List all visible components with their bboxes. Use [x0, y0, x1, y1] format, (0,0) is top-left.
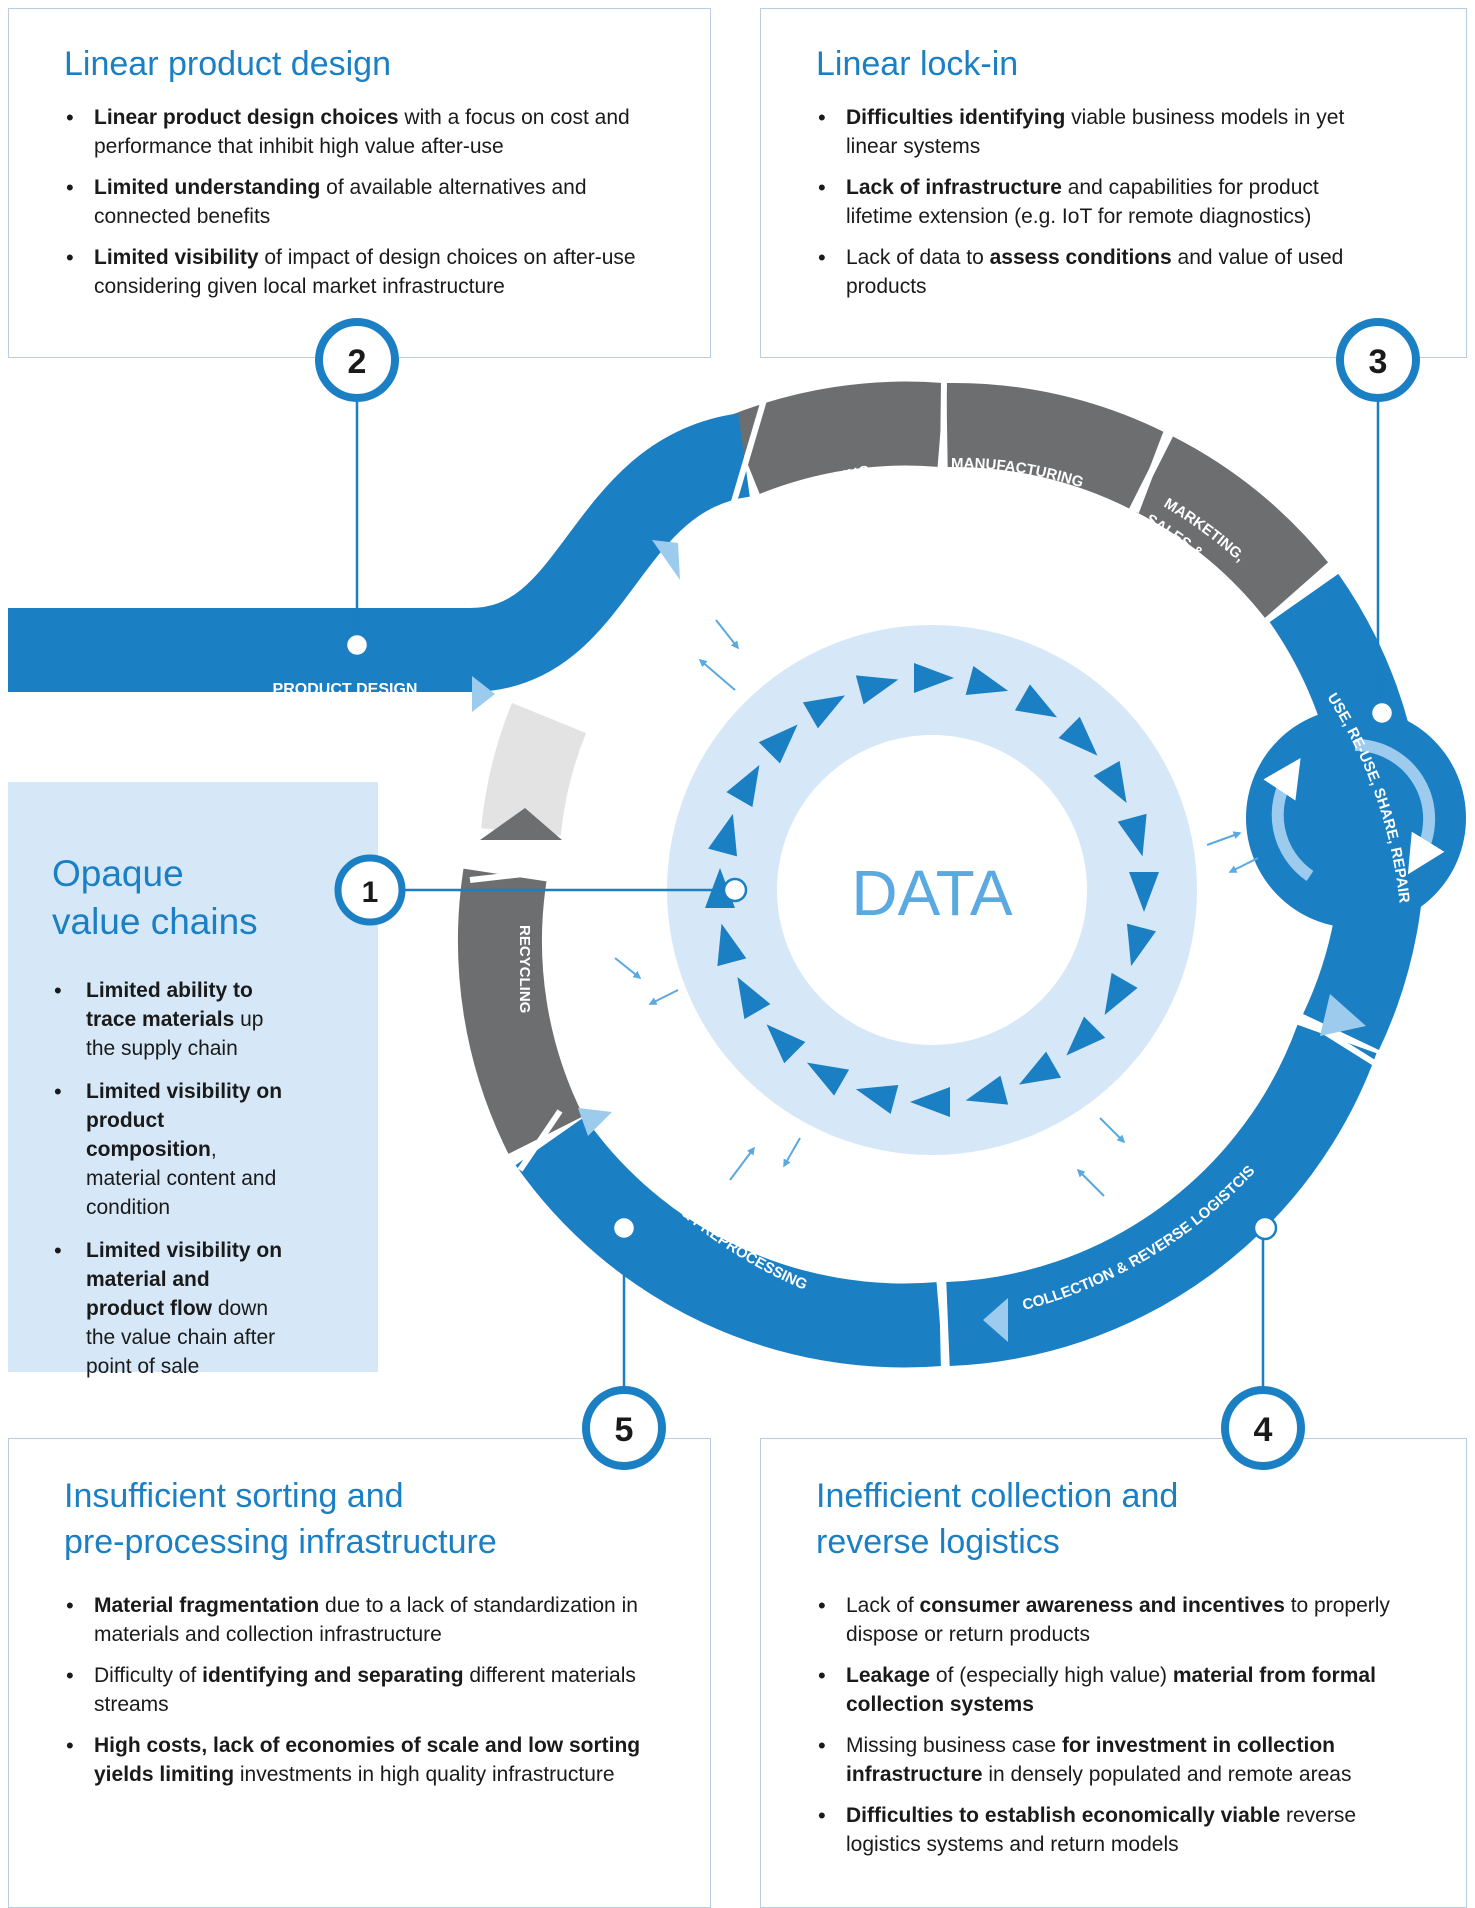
- product-design-band: [8, 413, 752, 692]
- collection-segment: [945, 1024, 1377, 1366]
- inner-flow-arrow: [708, 813, 738, 857]
- opaque-title-line1: Opaque: [52, 853, 184, 894]
- bullet-item: Linear product design choices with a foc…: [64, 103, 654, 161]
- sorting-label: SORTING & PREPROCESSING: [626, 1154, 810, 1293]
- bullet-item: High costs, lack of economies of scale a…: [64, 1731, 654, 1789]
- use-label: USE, RE-USE, SHARE, REPAIR: [1324, 690, 1413, 904]
- callout-connectors: [355, 395, 1380, 1392]
- product-design-label: PRODUCT DESIGN: [273, 681, 418, 698]
- inner-flow-arrow: [726, 764, 760, 808]
- marketing-label-line1: MARKETING,: [1161, 495, 1248, 565]
- inner-flow-arrow: [1126, 923, 1156, 967]
- bullet-item: Difficulty of identifying and separating…: [64, 1661, 654, 1719]
- bullet-item: Limited visibility on material and produ…: [52, 1236, 292, 1381]
- bullet-item: Limited visibility on product compositio…: [52, 1077, 292, 1222]
- collection-label: COLLECTION & REVERSE LOGISTCIS: [1021, 1162, 1259, 1314]
- numbered-callouts: 2 3 1 5 4: [315, 318, 1420, 1470]
- linear-product-design-list: Linear product design choices with a foc…: [64, 103, 654, 301]
- inner-flow-arrow: [855, 675, 899, 705]
- inner-flow-arrow: [910, 1087, 950, 1117]
- bullet-item: Lack of consumer awareness and incentive…: [816, 1591, 1396, 1649]
- inner-flow-arrow: [1066, 1016, 1106, 1056]
- inner-flow-arrow: [766, 1024, 806, 1064]
- inner-flow-arrow: [1018, 1051, 1062, 1085]
- use-segment: [1269, 573, 1425, 1050]
- linear-lock-in-box: Linear lock-in Difficulties identifying …: [760, 8, 1467, 358]
- sorting-infrastructure-list: Material fragmentation due to a lack of …: [64, 1591, 654, 1789]
- bullet-item: Lack of data to assess conditions and va…: [816, 243, 1386, 301]
- inner-flow-arrow: [717, 923, 747, 967]
- inner-flow-arrow: [855, 1084, 899, 1114]
- bullet-item: Material fragmentation due to a lack of …: [64, 1591, 654, 1649]
- reuse-arrow-right: [1354, 738, 1445, 875]
- band-labels: PRODUCT DESIGN SOURCING MANUFACTURING MA…: [273, 455, 1413, 1314]
- opaque-title-line2: value chains: [52, 901, 258, 942]
- inner-flow-arrow: [758, 724, 798, 764]
- bullet-item: Leakage of (especially high value) mater…: [816, 1661, 1396, 1719]
- recycling-up-arrow: [480, 808, 562, 840]
- data-inner-circle: [777, 735, 1087, 1045]
- data-label: DATA: [851, 857, 1013, 929]
- reuse-arrow-left: [1263, 757, 1314, 881]
- marketing-label-line2: SALES &: [1143, 511, 1207, 562]
- manufacturing-segment: [946, 382, 1167, 509]
- bullet-item: Limited visibility of impact of design c…: [64, 243, 654, 301]
- collection-logistics-box: Inefficient collection and reverse logis…: [760, 1438, 1467, 1908]
- inner-flow-arrow: [965, 1075, 1009, 1105]
- data-outer-circle: [667, 625, 1197, 1155]
- opaque-value-chains-list: Limited ability to trace materials up th…: [52, 976, 292, 1381]
- bullet-item: Lack of infrastructure and capabilities …: [816, 173, 1386, 231]
- use-cycle-disc: [1246, 708, 1466, 928]
- inner-flow-arrow: [1117, 813, 1147, 857]
- inner-flow-arrow: [1058, 716, 1098, 756]
- connector-end-dots: [344, 632, 1395, 1241]
- bullet-item: Limited ability to trace materials up th…: [52, 976, 292, 1063]
- flow-direction-arrows: [472, 540, 1366, 1342]
- data-exchange-arrows: [614, 619, 1259, 1197]
- sorting-title-line1: Insufficient sorting and: [64, 1477, 404, 1515]
- inner-flow-arrow: [914, 663, 954, 693]
- collection-title-line2: reverse logistics: [816, 1523, 1060, 1561]
- sorting-title-line2: pre-processing infrastructure: [64, 1523, 497, 1561]
- linear-product-design-box: Linear product design Linear product des…: [8, 8, 711, 358]
- opaque-value-chains-box: Opaque value chains Limited ability to t…: [8, 782, 378, 1378]
- bullet-item: Limited understanding of available alter…: [64, 173, 654, 231]
- opaque-value-chains-title: Opaque value chains: [52, 850, 378, 946]
- inner-flow-arrow: [1104, 972, 1138, 1016]
- sourcing-label: SOURCING: [788, 462, 871, 500]
- inner-flow-arrow: [1014, 684, 1058, 718]
- collection-title-line1: Inefficient collection and: [816, 1477, 1179, 1515]
- recycling-label: RECYCLING: [516, 925, 533, 1013]
- sorting-infrastructure-box: Insufficient sorting and pre-processing …: [8, 1438, 711, 1908]
- sorting-infrastructure-title: Insufficient sorting and pre-processing …: [64, 1473, 710, 1565]
- bullet-item: Difficulties to establish economically v…: [816, 1801, 1396, 1859]
- inner-flow-arrow: [1129, 872, 1159, 912]
- linear-product-design-title: Linear product design: [64, 45, 392, 83]
- recycling-segment: [457, 868, 584, 1154]
- marketing-segment: [1134, 436, 1331, 619]
- inner-flow-arrow: [705, 868, 735, 908]
- recycling-return-arc: [481, 702, 587, 837]
- inner-flow-arrow: [1093, 760, 1127, 804]
- sorting-segment: [515, 1116, 944, 1368]
- collection-logistics-title: Inefficient collection and reverse logis…: [816, 1473, 1466, 1565]
- manufacturing-label: MANUFACTURING: [951, 455, 1085, 491]
- inner-ring-arrows: [705, 663, 1159, 1117]
- inner-flow-arrow: [806, 1062, 850, 1096]
- linear-lock-in-list: Difficulties identifying viable business…: [816, 103, 1386, 301]
- bullet-item: Missing business case for investment in …: [816, 1731, 1396, 1789]
- inner-flow-arrow: [802, 695, 846, 729]
- inner-flow-arrow: [965, 666, 1009, 696]
- sourcing-segment: [728, 381, 945, 495]
- inner-flow-arrow: [737, 976, 771, 1020]
- bullet-item: Difficulties identifying viable business…: [816, 103, 1386, 161]
- linear-lock-in-title: Linear lock-in: [816, 45, 1019, 83]
- collection-logistics-list: Lack of consumer awareness and incentive…: [816, 1591, 1396, 1859]
- segment-dividers: [469, 379, 1378, 1373]
- marketing-label-line3: DISTRIBUTION: [1126, 527, 1220, 608]
